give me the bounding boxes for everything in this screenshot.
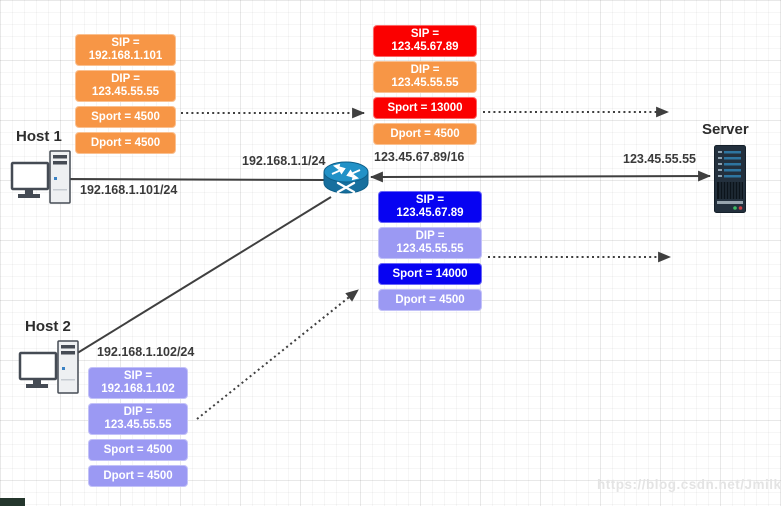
field-label: Sport = 4500 <box>91 110 160 123</box>
field-label: SIP = <box>123 370 153 382</box>
field-label: SIP = <box>111 37 140 49</box>
packet-field-dport: Dport = 4500 <box>373 123 477 145</box>
link-host2-router <box>65 196 332 361</box>
router-lan-ip-label: 192.168.1.1/24 <box>242 154 326 168</box>
field-label: Sport = 14000 <box>392 267 468 280</box>
field-value: 123.45.55.55 <box>91 86 160 98</box>
field-label: DIP = <box>123 406 153 418</box>
packet-field-dip: DIP = 123.45.55.55 <box>373 61 477 93</box>
field-value: 123.45.55.55 <box>396 243 464 255</box>
packet-field-dport: Dport = 4500 <box>378 289 482 311</box>
packet-box-host2: SIP = 192.168.1.102 DIP = 123.45.55.55 S… <box>88 367 188 491</box>
corner-artifact <box>0 498 25 506</box>
router-icon <box>323 159 369 202</box>
field-label: SIP = <box>410 28 440 40</box>
packet-field-sip: SIP = 123.45.67.89 <box>378 191 482 223</box>
field-value: 123.45.67.89 <box>391 41 459 53</box>
packet-box-nat-host1: SIP = 123.45.67.89 DIP = 123.45.55.55 Sp… <box>373 25 477 149</box>
packet-field-sport: Sport = 13000 <box>373 97 477 119</box>
field-label: DIP = <box>410 64 440 76</box>
packet-field-dip: DIP = 123.45.55.55 <box>88 403 188 435</box>
server-title: Server <box>702 121 749 138</box>
field-label: Sport = 13000 <box>387 101 463 114</box>
field-value: 123.45.55.55 <box>104 419 172 431</box>
host2-ip-label: 192.168.1.102/24 <box>97 345 195 359</box>
packet-field-dip: DIP = 123.45.55.55 <box>378 227 482 259</box>
watermark: https://blog.csdn.net/Jmilk <box>597 477 781 492</box>
packet-field-sip: SIP = 123.45.67.89 <box>373 25 477 57</box>
packet-field-sport: Sport = 4500 <box>75 106 176 128</box>
link-host1-router <box>65 178 326 181</box>
host2-computer-icon <box>18 339 82 402</box>
packet-field-dip: DIP = 123.45.55.55 <box>75 70 176 102</box>
host1-computer-icon <box>10 149 74 212</box>
field-value: 123.45.55.55 <box>391 77 459 89</box>
field-value: 192.168.1.101 <box>88 50 163 62</box>
router-wan-ip-label: 123.45.67.89/16 <box>374 150 465 164</box>
field-label: DIP = <box>415 230 445 242</box>
server-icon <box>714 145 746 218</box>
packet-field-sport: Sport = 4500 <box>88 439 188 461</box>
packet-field-dport: Dport = 4500 <box>75 132 176 154</box>
field-label: SIP = <box>415 194 445 206</box>
field-label: DIP = <box>111 73 140 85</box>
field-label: Dport = 4500 <box>395 293 465 306</box>
packet-field-sip: SIP = 192.168.1.102 <box>88 367 188 399</box>
host2-title: Host 2 <box>25 318 71 335</box>
host1-ip-label: 192.168.1.101/24 <box>80 183 178 197</box>
field-value: 192.168.1.102 <box>101 383 175 395</box>
packet-field-sport: Sport = 14000 <box>378 263 482 285</box>
packet-field-sip: SIP = 192.168.1.101 <box>75 34 176 66</box>
server-link-ip-label: 123.45.55.55 <box>623 152 696 166</box>
field-label: Dport = 4500 <box>103 469 173 482</box>
flow-host2-to-nat-arrow <box>196 289 359 420</box>
host1-title: Host 1 <box>16 128 62 145</box>
packet-field-dport: Dport = 4500 <box>88 465 188 487</box>
field-label: Sport = 4500 <box>103 443 173 456</box>
link-router-server <box>369 170 712 183</box>
field-label: Dport = 4500 <box>90 136 161 149</box>
field-label: Dport = 4500 <box>390 127 460 140</box>
packet-box-host1: SIP = 192.168.1.101 DIP = 123.45.55.55 S… <box>75 34 176 158</box>
packet-box-nat-host2: SIP = 123.45.67.89 DIP = 123.45.55.55 Sp… <box>378 191 482 315</box>
field-value: 123.45.67.89 <box>396 207 464 219</box>
